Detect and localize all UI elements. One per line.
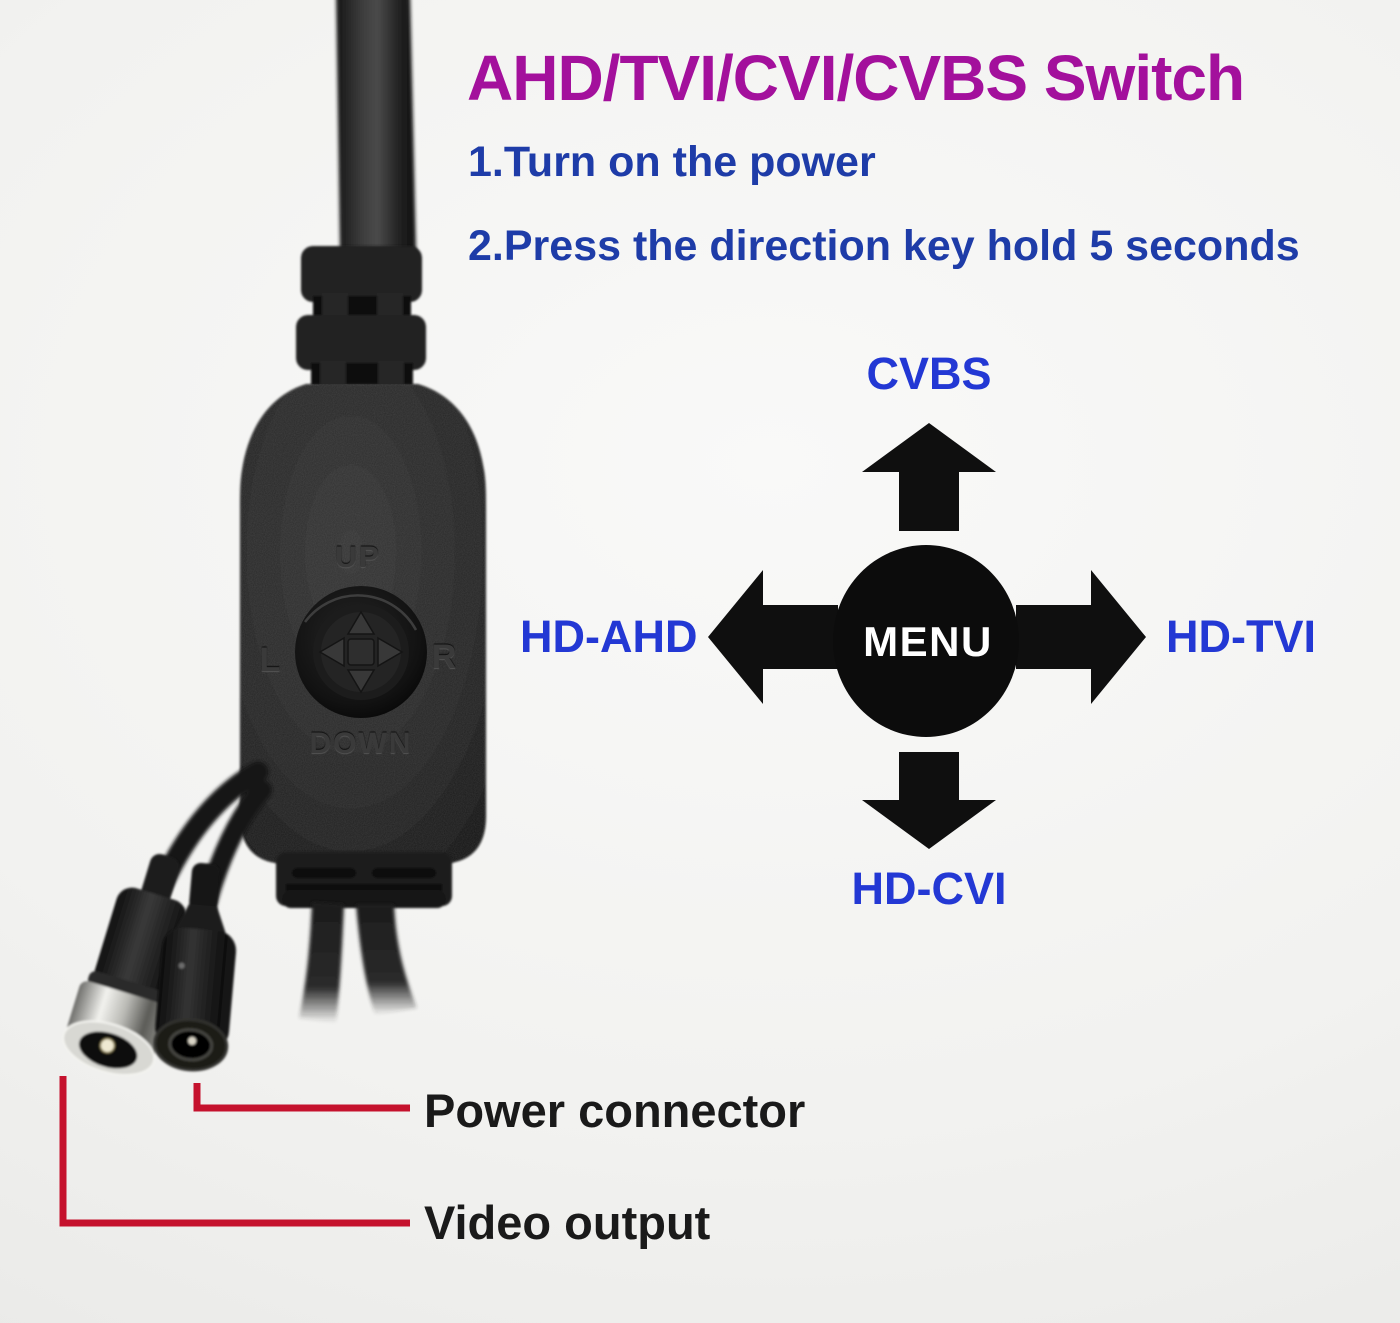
callout-lines bbox=[59, 1076, 410, 1227]
power-connector-label: Power connector bbox=[424, 1084, 806, 1137]
right-arrow-icon bbox=[1016, 570, 1146, 704]
bnc-center-pin bbox=[99, 1037, 116, 1054]
menu-circle bbox=[833, 545, 1019, 737]
dpad-label-cvbs: CVBS bbox=[866, 348, 992, 399]
device-marking-down: DOWN bbox=[309, 727, 413, 760]
dpad-label-hd-ahd: HD-AHD bbox=[520, 611, 698, 662]
menu-label: MENU bbox=[863, 618, 993, 665]
device-marking-up: UP bbox=[335, 541, 381, 574]
dpad-label-hd-cvi: HD-CVI bbox=[851, 863, 1007, 914]
device-marking-right: R bbox=[431, 638, 457, 676]
video-output-label: Video output bbox=[424, 1196, 711, 1249]
joystick-control bbox=[295, 586, 427, 718]
instruction-step-1: 1.Turn on the power bbox=[468, 138, 876, 186]
dpad-diagram bbox=[708, 423, 1146, 849]
dc-jack-pin-hole bbox=[188, 1036, 197, 1045]
top-cable bbox=[336, 0, 416, 252]
dpad-knob bbox=[318, 610, 404, 694]
down-arrow-icon bbox=[862, 752, 996, 849]
housing-bottom-cap bbox=[276, 852, 452, 908]
instruction-step-2: 2.Press the direction key hold 5 seconds bbox=[468, 222, 1300, 270]
page-title: AHD/TVI/CVI/CVBS Switch bbox=[467, 42, 1245, 114]
left-arrow-icon bbox=[708, 570, 838, 704]
product-photo bbox=[62, 0, 486, 1076]
power-callout-line bbox=[193, 1083, 410, 1112]
device-marking-left: L bbox=[259, 641, 281, 679]
up-arrow-icon bbox=[862, 423, 996, 531]
video-callout-line bbox=[59, 1076, 410, 1227]
dc-power-connector bbox=[153, 862, 237, 1072]
dpad-label-hd-tvi: HD-TVI bbox=[1166, 611, 1316, 662]
strain-relief bbox=[296, 246, 426, 387]
